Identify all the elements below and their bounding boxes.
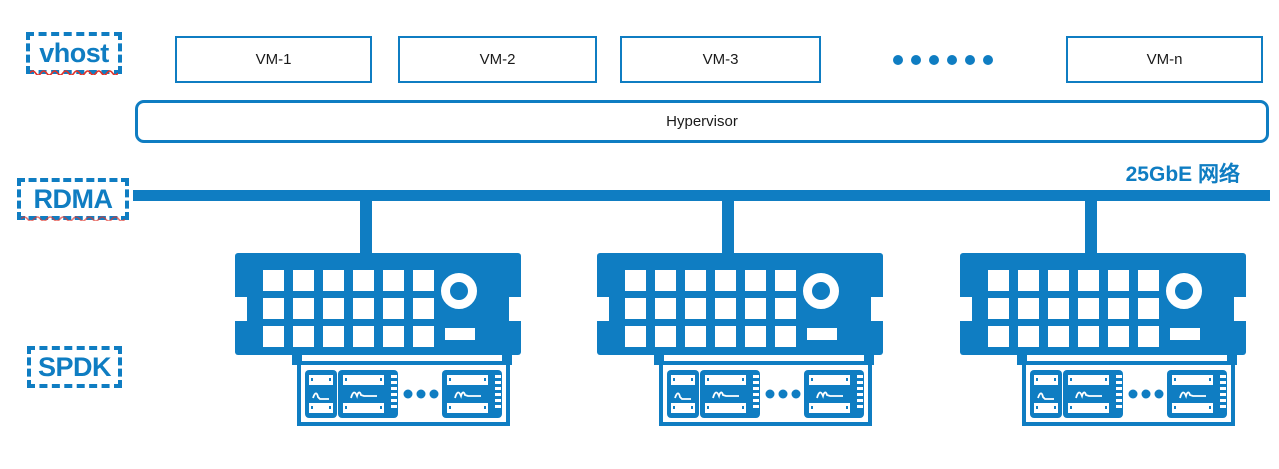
server-chassis-icon: [597, 253, 883, 355]
chassis-leg: [654, 353, 664, 365]
ssd-array-icon: [305, 370, 502, 418]
server-chassis-icon: [235, 253, 521, 355]
vm-box-3: VM-3: [620, 36, 821, 83]
chassis-leg: [1017, 353, 1027, 365]
network-line: [133, 190, 1270, 201]
vhost-label-text: vhost: [39, 37, 109, 68]
storage-enclosure: [297, 361, 510, 426]
vm-n-label: VM-n: [1146, 51, 1183, 68]
vm-1-label: VM-1: [255, 51, 292, 68]
server-node-1: [235, 201, 521, 427]
spellcheck-squiggle-icon: [21, 216, 125, 221]
chassis-leg: [502, 353, 512, 365]
ellipsis-dot: [965, 55, 975, 65]
ellipsis-dot: [983, 55, 993, 65]
ellipsis-dot: [911, 55, 921, 65]
network-connector-line: [360, 201, 372, 254]
network-connector-line: [1085, 201, 1097, 254]
ellipsis-dot: [947, 55, 957, 65]
vm-2-label: VM-2: [479, 51, 516, 68]
chassis-leg: [1227, 353, 1237, 365]
ellipsis-dot: [893, 55, 903, 65]
vm-box-n: VM-n: [1066, 36, 1263, 83]
spellcheck-squiggle-icon: [30, 70, 118, 75]
vhost-label: vhost: [26, 32, 122, 75]
hypervisor-label: Hypervisor: [666, 113, 738, 130]
chassis-leg: [292, 353, 302, 365]
chassis-leg: [864, 353, 874, 365]
vm-box-2: VM-2: [398, 36, 597, 83]
network-connector-line: [722, 201, 734, 254]
spdk-label-text: SPDK: [37, 351, 112, 382]
hypervisor-box: Hypervisor: [135, 100, 1269, 143]
network-speed-label: 25GbE 网络: [1125, 163, 1240, 186]
server-node-2: [597, 201, 883, 427]
server-node-3: [960, 201, 1246, 427]
storage-enclosure: [1022, 361, 1235, 426]
rdma-label: RDMA: [17, 178, 129, 221]
rdma-label-text: RDMA: [33, 183, 114, 214]
vm-box-1: VM-1: [175, 36, 372, 83]
ssd-array-icon: [667, 370, 864, 418]
spdk-label: SPDK: [27, 346, 122, 388]
vm-3-label: VM-3: [702, 51, 739, 68]
vm-ellipsis-dots: [893, 55, 993, 65]
ellipsis-dot: [929, 55, 939, 65]
storage-enclosure: [659, 361, 872, 426]
ssd-array-icon: [1030, 370, 1227, 418]
server-chassis-icon: [960, 253, 1246, 355]
